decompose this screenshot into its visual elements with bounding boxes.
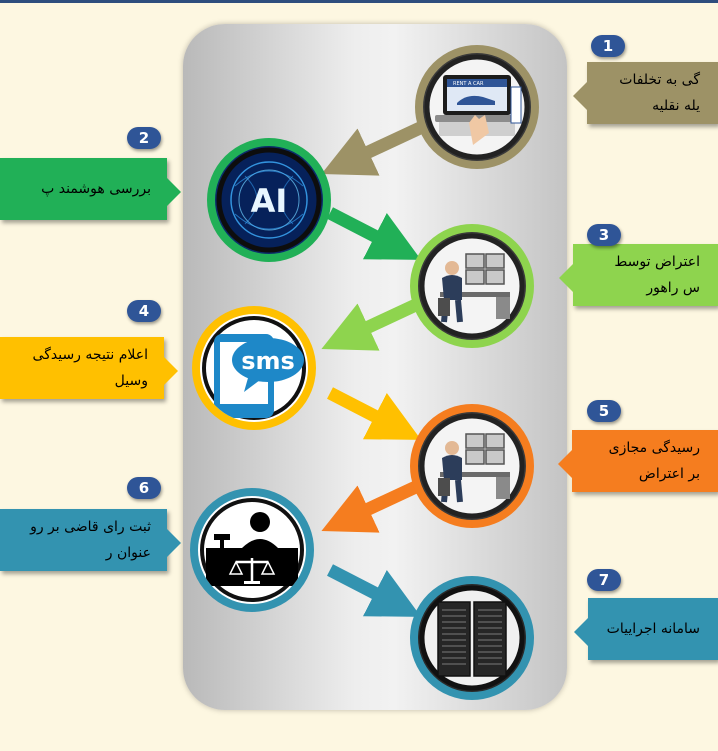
step-6-badge: 6: [127, 477, 161, 499]
step-4-box: اعلام نتیجه رسیدگی وسیل: [0, 337, 178, 399]
judge-circle: [190, 488, 314, 612]
ai-label: AI: [251, 182, 288, 220]
arrow-4-to-5: [327, 387, 422, 440]
step-6-text: ثبت رای قاضی بر رو عنوان ر: [30, 519, 151, 561]
step-5-text: رسیدگی مجازی بر اعتراض: [608, 440, 700, 482]
operator-circle-1: [410, 224, 534, 348]
operator-circle-2: [410, 404, 534, 528]
step-3-box: اعتراض توسط س راهور: [559, 244, 718, 306]
step-6-box: ثبت رای قاضی بر رو عنوان ر: [0, 509, 181, 571]
step-1-badge: 1: [591, 35, 625, 57]
ai-circle: AI: [207, 138, 331, 262]
judge-scales-icon: [200, 498, 304, 602]
sms-label: sms: [241, 347, 295, 375]
step-7-text: سامانه اجراییات: [606, 621, 700, 637]
arrow-1-to-2: [321, 122, 423, 176]
step-7-badge: 7: [587, 569, 621, 591]
step-3-text: اعتراض توسط س راهور: [614, 254, 700, 296]
step-1-text: گی به تخلفات یله نقلیه: [619, 72, 700, 114]
operator-review-icon: [419, 413, 525, 519]
arrow-5-to-6: [321, 479, 423, 533]
server-rack-icon: [419, 585, 525, 691]
step-2-text: بررسی هوشمند پ: [41, 181, 151, 197]
server-circle: [410, 576, 534, 700]
step-7-box: سامانه اجراییات: [574, 598, 718, 660]
top-border-line: [0, 0, 718, 3]
step-4-badge: 4: [127, 300, 161, 322]
step-5-box: رسیدگی مجازی بر اعتراض: [558, 430, 718, 492]
arrow-2-to-3: [327, 207, 422, 260]
rent-a-car-label: RENT A CAR: [453, 81, 484, 87]
step-1-box: گی به تخلفات یله نقلیه: [573, 62, 718, 124]
laptop-circle: RENT A CAR: [415, 45, 539, 169]
step-5-badge: 5: [587, 400, 621, 422]
step-2-badge: 2: [127, 127, 161, 149]
step-3-badge: 3: [587, 224, 621, 246]
ai-brain-icon: AI: [216, 147, 322, 253]
arrow-6-to-7: [327, 564, 422, 617]
step-2-box: بررسی هوشمند پ: [0, 158, 181, 220]
operator-monitor-icon: [419, 233, 525, 339]
sms-phone-icon: sms: [202, 316, 306, 420]
arrow-3-to-4: [321, 297, 423, 351]
laptop-icon: RENT A CAR: [424, 54, 530, 160]
step-4-text: اعلام نتیجه رسیدگی وسیل: [32, 347, 148, 389]
sms-circle: sms: [192, 306, 316, 430]
